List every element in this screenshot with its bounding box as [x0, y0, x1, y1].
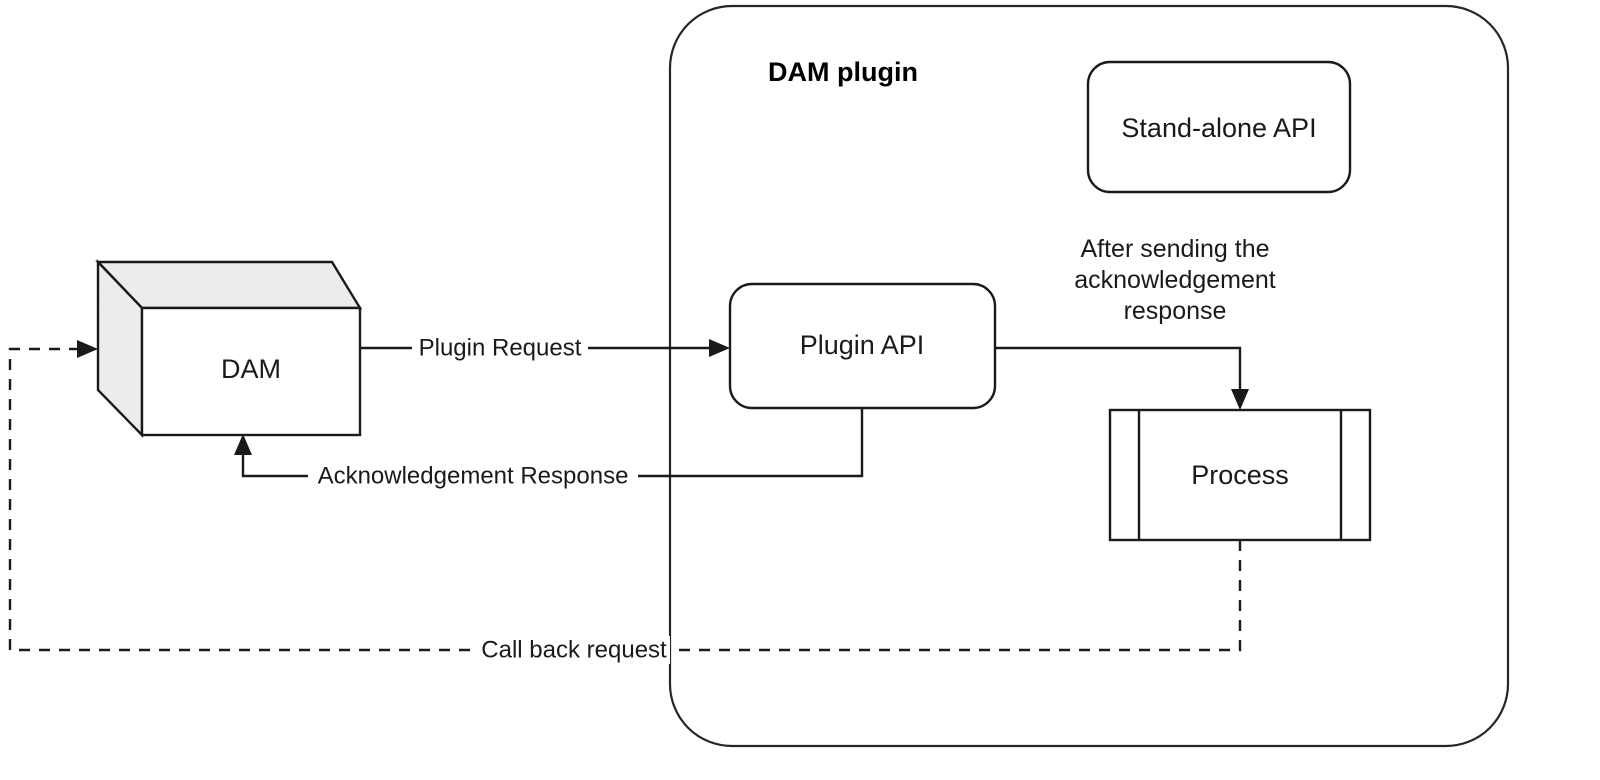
edge-process-trigger — [995, 346, 1249, 410]
dam-plugin-group: DAM plugin — [668, 4, 1510, 748]
annotation-line-2: acknowledgement — [1074, 266, 1276, 294]
edge-plugin-request: Plugin Request — [360, 334, 730, 362]
acknowledgement-response-arrowhead — [234, 434, 252, 455]
call-back-request-label-backdrop — [478, 636, 670, 664]
acknowledgement-response-label: Acknowledgement Response — [318, 462, 629, 489]
call-back-request-line — [8, 347, 1242, 652]
call-back-request-label: Call back request — [481, 636, 667, 663]
annotation-line-1: After sending the — [1080, 235, 1269, 263]
node-dam[interactable]: DAM — [95, 259, 363, 438]
dam-plugin-group-title: DAM plugin — [768, 57, 918, 87]
process-trigger-arrowhead — [1231, 389, 1249, 410]
plugin-request-label: Plugin Request — [419, 334, 582, 361]
dam-label: DAM — [221, 354, 281, 384]
node-plugin-api[interactable]: Plugin API — [728, 282, 997, 410]
edge-acknowledgement-response: Acknowledgement Response — [234, 408, 864, 490]
node-process[interactable]: Process — [1108, 408, 1372, 542]
annotation-line-3: response — [1124, 297, 1227, 325]
acknowledgement-response-label-backdrop — [308, 462, 638, 490]
annotation-after-sending: After sending the acknowledgement respon… — [1074, 235, 1276, 325]
standalone-api-label: Stand-alone API — [1121, 113, 1316, 143]
plugin-request-label-backdrop — [412, 334, 588, 362]
plugin-request-arrowhead — [709, 339, 730, 357]
node-standalone-api[interactable]: Stand-alone API — [1086, 60, 1352, 194]
process-label: Process — [1191, 460, 1289, 490]
dam-cube-front-face[interactable] — [140, 306, 362, 437]
process-trigger-line — [995, 346, 1242, 400]
plugin-api-label: Plugin API — [800, 330, 925, 360]
dam-cube-top-face[interactable] — [95, 260, 363, 310]
edge-call-back-request: Call back request — [8, 340, 1242, 664]
standalone-api-box[interactable] — [1086, 60, 1352, 194]
dam-plugin-group-border — [668, 4, 1510, 748]
call-back-request-arrowhead — [77, 340, 98, 358]
